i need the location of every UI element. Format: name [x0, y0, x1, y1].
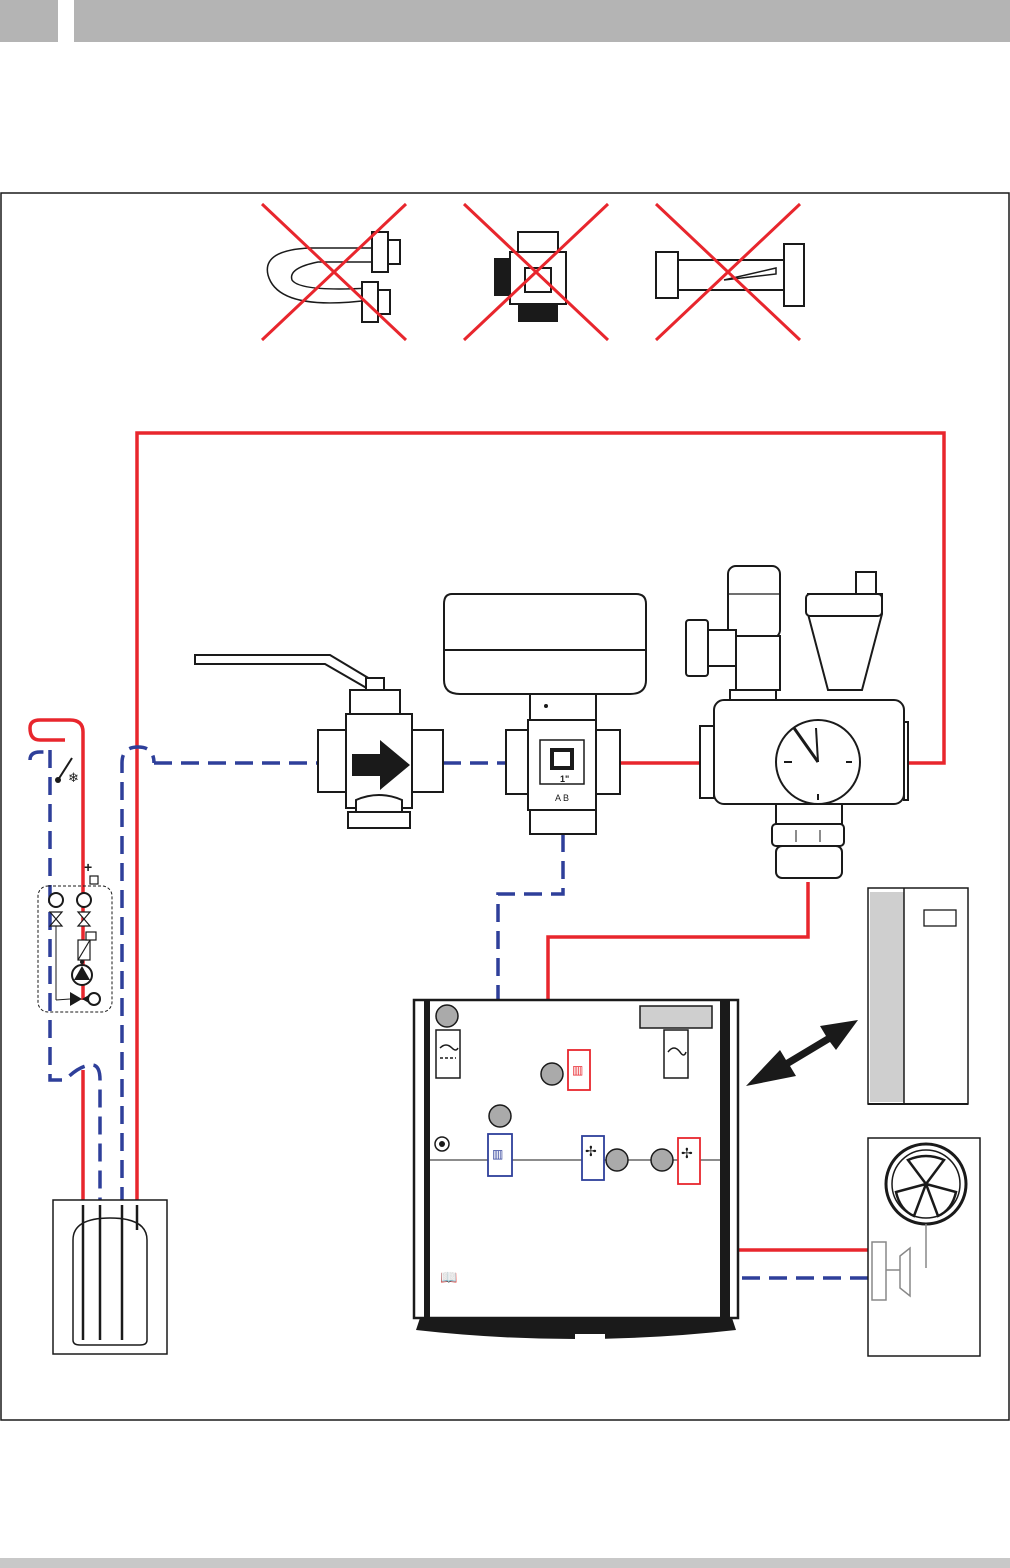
valve-port-label: A B: [555, 793, 569, 803]
svg-text:+: +: [84, 859, 92, 875]
prohibited-tee: [464, 204, 608, 340]
motorised-three-way-valve: 1" A B: [444, 594, 646, 834]
supply-pipe-left-top-loop: [30, 720, 83, 740]
footer-bar: [0, 1558, 1010, 1568]
prohibited-u-bend: [262, 204, 406, 340]
valve-size-label: 1": [560, 774, 569, 784]
return-pipe-left-top: [30, 752, 50, 760]
svg-text:✢: ✢: [585, 1143, 597, 1159]
safety-group: [686, 566, 908, 878]
indoor-unit: ▥ ▥ ✢ ✢ 📖: [414, 1000, 738, 1340]
svg-text:▥: ▥: [492, 1147, 503, 1161]
prohibited-check-valve: [656, 204, 804, 340]
svg-text:▥: ▥: [572, 1063, 583, 1077]
ball-valve: [195, 655, 443, 828]
tall-cabinet: [868, 888, 968, 1104]
double-arrow-icon: [746, 1020, 858, 1086]
fan-unit-icon: [868, 1138, 980, 1356]
storage-tank: [53, 1200, 167, 1354]
pump-group-icon: +: [38, 859, 112, 1012]
thermometer-snowflake-icon: ❄: [55, 758, 79, 785]
svg-text:❄: ❄: [68, 770, 79, 785]
manual-book-icon: 📖: [440, 1269, 457, 1285]
svg-text:✢: ✢: [681, 1145, 693, 1161]
